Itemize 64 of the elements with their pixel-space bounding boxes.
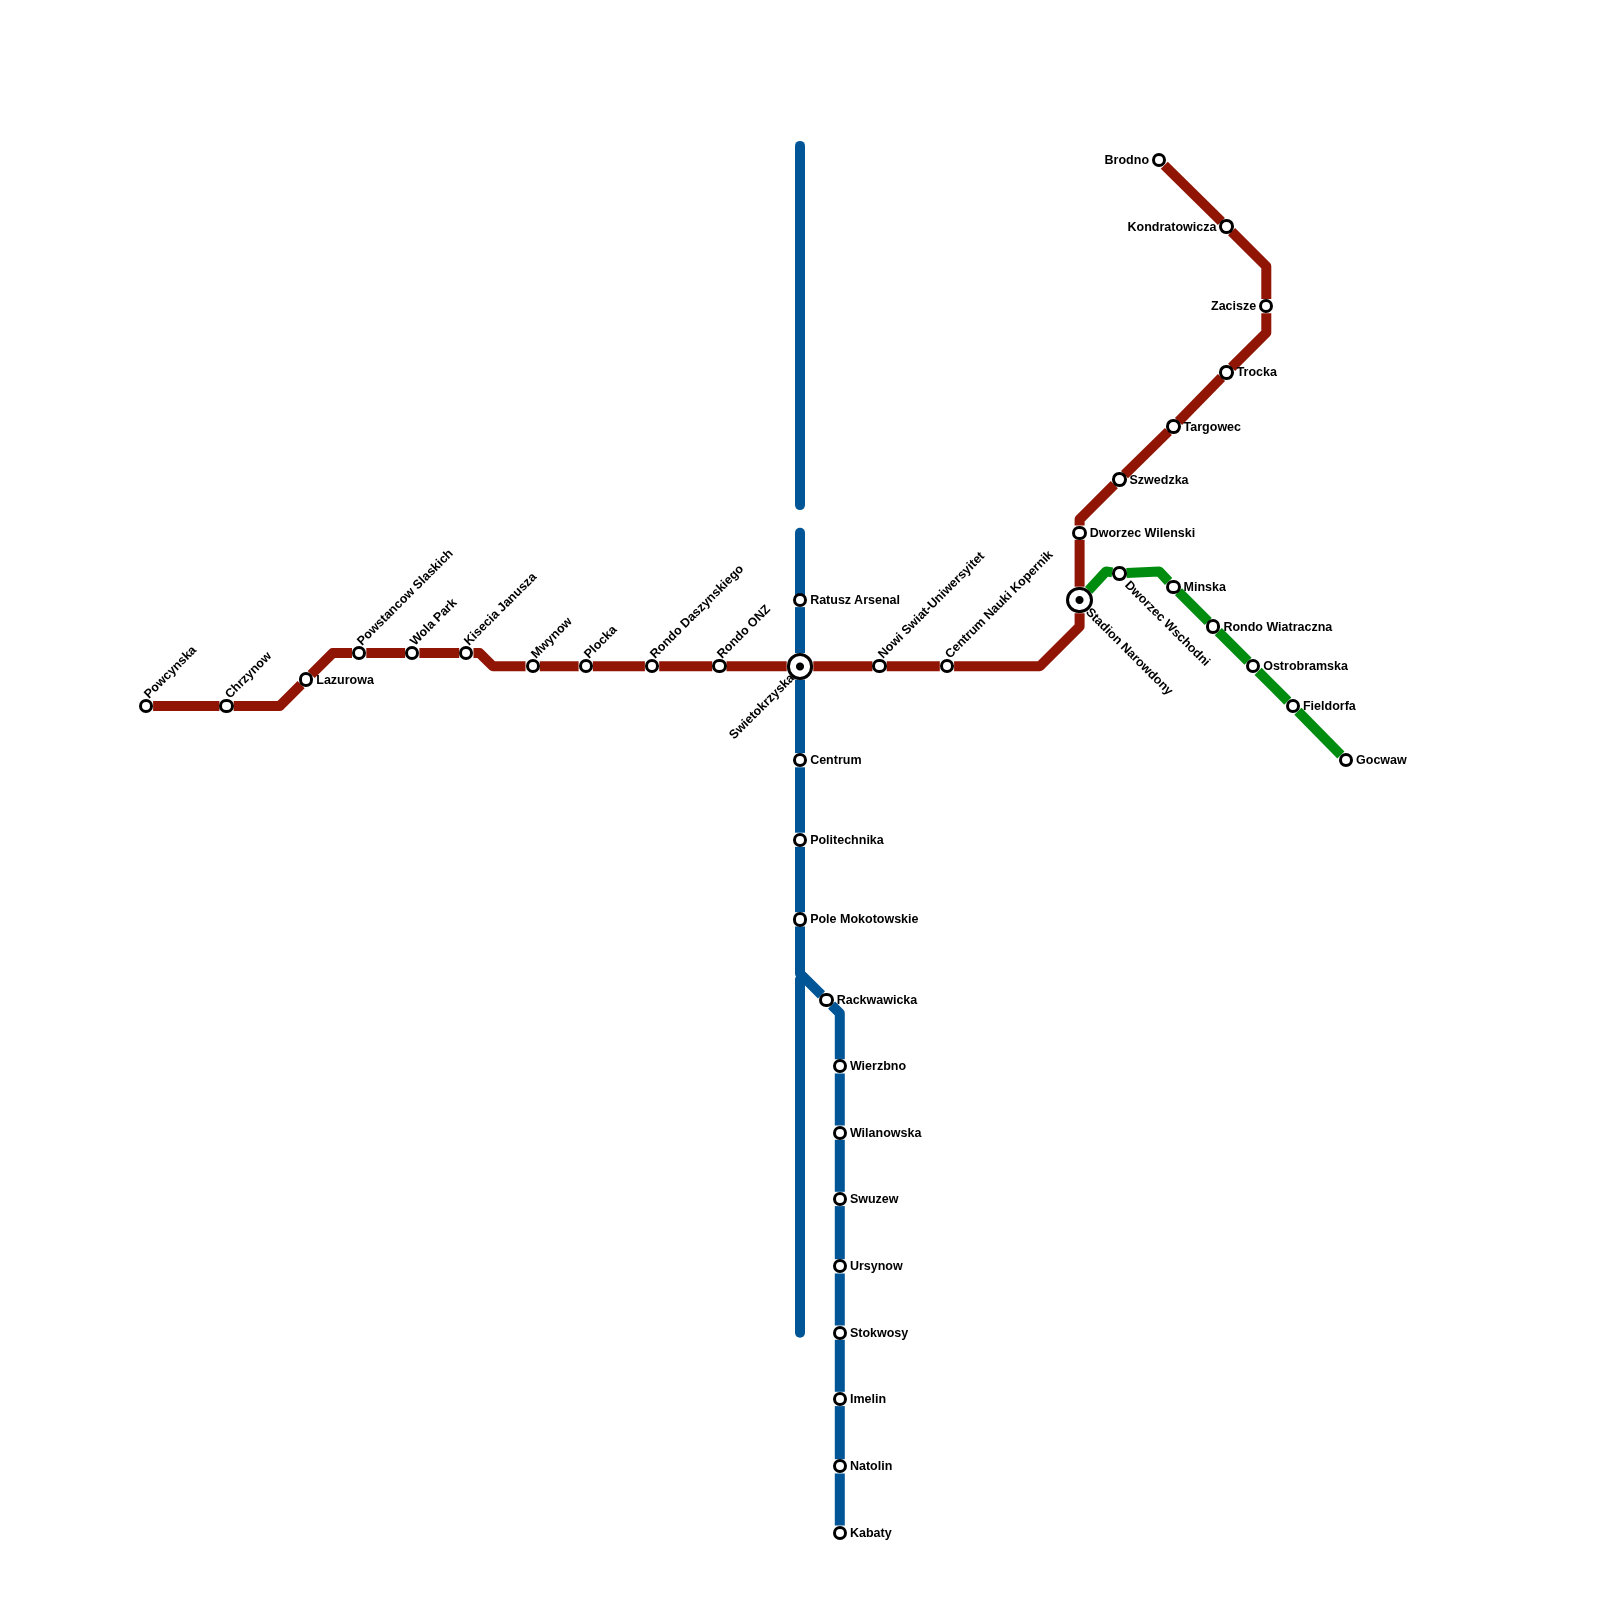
track-line [539,661,579,672]
track-line [1084,566,1114,594]
station-name: Targowec [1183,419,1241,434]
track-line [419,648,460,659]
track-line [1074,481,1118,526]
track-line [1160,161,1225,226]
station-name: Centrum [810,753,862,768]
track-line [307,648,352,679]
track-line [834,1273,845,1326]
track-line [473,648,526,672]
track-line [1228,228,1272,299]
station-name: Kabaty [849,1525,892,1540]
station-name: Dworzec Wilenski [1089,525,1196,540]
track-line [1121,427,1172,479]
track-line [1254,667,1292,705]
track-line [726,661,787,672]
track-line [795,607,805,654]
station-name: Imelin [849,1392,887,1406]
track-line [1294,707,1345,759]
track-line [795,846,805,913]
station-name: Trocka [1236,365,1277,380]
station-name: Rackwawicka [836,993,918,1007]
track-line [1074,539,1085,587]
track-line [1214,628,1252,665]
station-name: Pole Mokotowskie [810,912,919,927]
track-line [1126,566,1173,585]
track-line [153,701,220,712]
track-line [834,1139,845,1192]
track-line [1174,374,1226,425]
track-line [233,681,305,712]
station-name: Gocwaw [1356,753,1407,768]
station-name: Swuzew [849,1192,899,1206]
track-line [813,661,873,672]
station-name: Ursynow [849,1259,903,1274]
track-line [1228,313,1272,371]
station-name: Stokwosy [849,1325,909,1340]
track-line [828,1001,845,1060]
track-line [592,661,645,672]
station-name: Zacisze [1211,299,1257,314]
track-line [795,926,826,999]
station-name: Wilanowska [849,1125,922,1140]
track-line [834,1473,845,1526]
station-name: Szwedzka [1129,472,1189,487]
track-line [795,767,805,833]
station-name: Ratusz Arsenal [810,593,900,607]
track-line [366,648,406,659]
track-line [795,679,805,754]
track-line [954,613,1085,672]
track-line [659,661,713,672]
station-name: Brodno [1104,153,1150,168]
station-name: Politechnika [810,832,884,847]
track-line [834,1339,845,1392]
track-line [886,661,940,672]
station-name: Fieldorfa [1303,699,1356,714]
track-line [834,1406,845,1460]
station-name: Natolin [849,1459,893,1474]
station-name: Minska [1183,579,1226,594]
track-line [834,1073,845,1126]
station-name: Rondo Wiatraczna [1223,619,1333,634]
track-line [834,1206,845,1260]
station-name: Wierzbno [849,1059,907,1074]
station-name: Lazurowa [316,672,374,687]
station-name: Ostrobramska [1263,659,1348,674]
station-name: Kondratowicza [1127,219,1217,234]
